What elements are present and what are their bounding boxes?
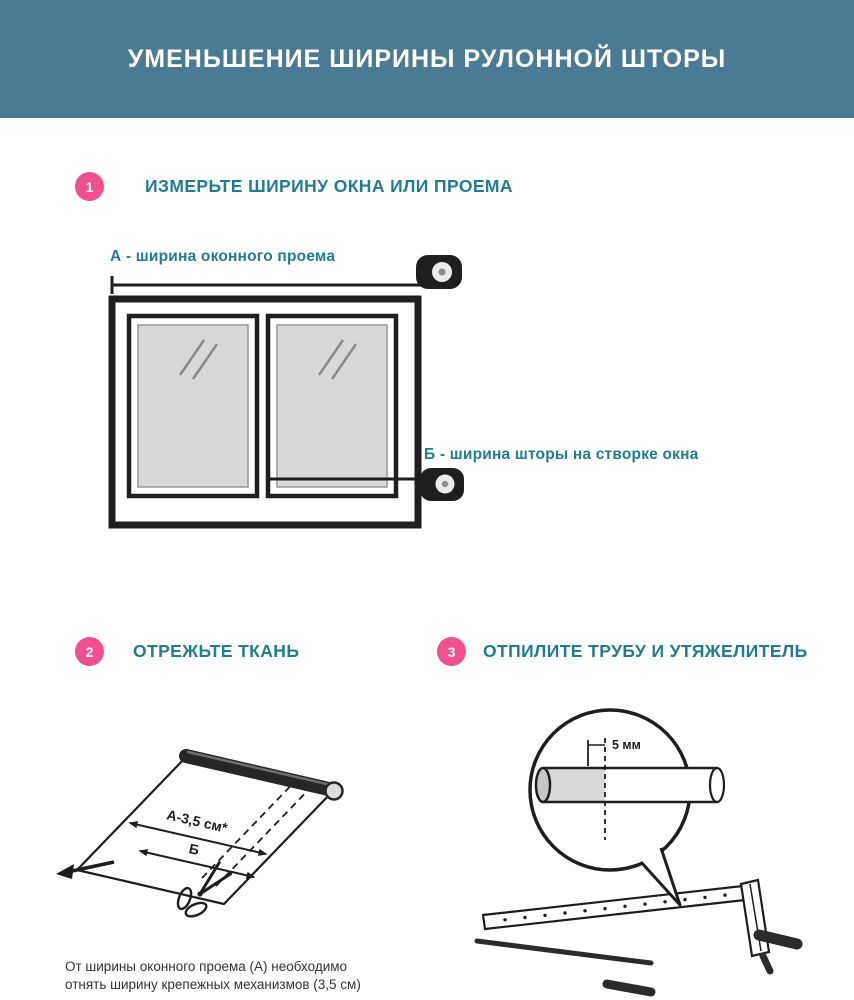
scissors-icon [176,861,233,918]
tape-measure-sash-icon [266,468,464,501]
step3-title: ОТПИЛИТЕ ТРУБУ И УТЯЖЕЛИТЕЛЬ [483,641,808,661]
step2-title: ОТРЕЖЬТЕ ТКАНЬ [133,641,300,661]
bubble-tail [639,847,682,907]
tape-measure-top-icon [110,255,462,294]
unroll-arrow-icon [56,860,115,879]
weight-bar-piece [474,938,654,966]
tube-cut-detail: 5 мм [534,738,726,840]
width-dimension-b: Б [138,840,256,879]
step2-badge: 2 [75,637,104,666]
tube-stub-piece-2 [602,979,656,997]
saw-icon [481,878,774,975]
roller-tube [179,749,340,797]
roller-end-cap [324,781,344,801]
window-drawing [108,295,422,529]
magnifier-bubble [528,708,692,907]
footnote-line-1: От ширины оконного проема (А) необходимо [65,959,348,974]
fabric-width-b-label: Б [187,840,200,858]
fabric-cut-illustration: А-3,5 см* Б [56,749,344,918]
tube-stub-piece [753,929,803,950]
page-title: УМЕНЬШЕНИЕ ШИРИНЫ РУЛОННОЙ ШТОРЫ [127,44,727,73]
footnote-caption: От ширины оконного проема (А) необходимо… [65,958,361,994]
step1-title: ИЗМЕРЬТЕ ШИРИНУ ОКНА ИЛИ ПРОЕМА [145,176,513,196]
tube-end-cap [534,766,552,804]
footnote-line-2: отнять ширину крепежных механизмов (3,5 … [65,977,361,993]
step3-badge: 3 [437,637,466,666]
cut-dimension-label: 5 мм [612,738,641,752]
window-measure-illustration [108,255,464,529]
tube-saw-illustration: 5 мм [474,708,803,997]
step3-number: 3 [447,643,456,660]
step1-number: 1 [85,178,94,195]
header-banner: УМЕНЬШЕНИЕ ШИРИНЫ РУЛОННОЙ ШТОРЫ [0,0,854,118]
step1-badge: 1 [75,172,104,201]
cut-pieces [474,929,803,997]
sash-width-label: Б - ширина шторы на створке окна [424,446,699,463]
window-width-label: А - ширина оконного проема [110,248,336,265]
step2-number: 2 [85,643,94,660]
